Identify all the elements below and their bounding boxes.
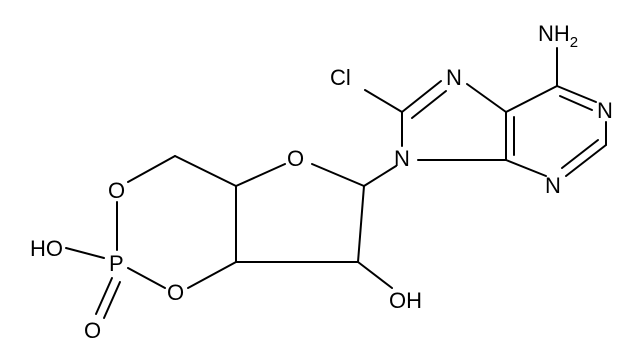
bond-c2-n3-b xyxy=(561,139,599,169)
phosphate-o-upper-label: O xyxy=(108,178,125,203)
bond-n7-c5 xyxy=(466,83,507,113)
bond-c8-n7-a xyxy=(401,80,442,113)
bond-c5p-o xyxy=(127,155,176,183)
bond-c5p-c5 xyxy=(174,155,237,187)
bonds xyxy=(65,47,607,319)
bond-p-oh xyxy=(65,247,105,259)
bond-c2-n3-a xyxy=(565,144,607,177)
bond-o-c3 xyxy=(187,261,237,289)
bond-p-o-lower xyxy=(127,267,166,289)
n1-label: N xyxy=(597,98,613,123)
bond-o4-c1 xyxy=(311,163,365,187)
bond-p-oxo-a xyxy=(95,277,113,315)
chloro-label: Cl xyxy=(330,65,351,90)
n7-label: N xyxy=(446,65,462,90)
bond-c1-n9 xyxy=(363,165,397,187)
hydroxyl-2prime-label: OH xyxy=(389,288,422,313)
amino-subscript: 2 xyxy=(570,34,578,51)
bond-c1-c2 xyxy=(357,185,365,263)
bond-c8-n7-b xyxy=(411,90,447,119)
bond-p-oxo-b xyxy=(103,281,121,319)
bond-n3-c4 xyxy=(505,159,547,177)
bond-c6-n1-a xyxy=(556,85,597,103)
ring-oxygen-label: O xyxy=(287,146,304,171)
phosphorus-label: P xyxy=(109,251,124,276)
bond-c8-cl xyxy=(364,89,403,113)
bond-c2-oh xyxy=(357,261,393,289)
bond-c5-c6 xyxy=(505,85,558,113)
n9-label: N xyxy=(394,146,410,171)
amino-label: NH2 xyxy=(538,21,578,51)
hydroxyl-p-label: HO xyxy=(30,236,63,261)
phosphate-o-lower-label: O xyxy=(167,280,184,305)
bond-c4-o4 xyxy=(235,163,286,187)
oxo-label: O xyxy=(84,318,101,343)
bond-c6-n1-b xyxy=(559,95,593,111)
n3-label: N xyxy=(545,173,561,198)
atom-labels: NH2 Cl N N N N O O P O HO O OH xyxy=(30,21,613,343)
